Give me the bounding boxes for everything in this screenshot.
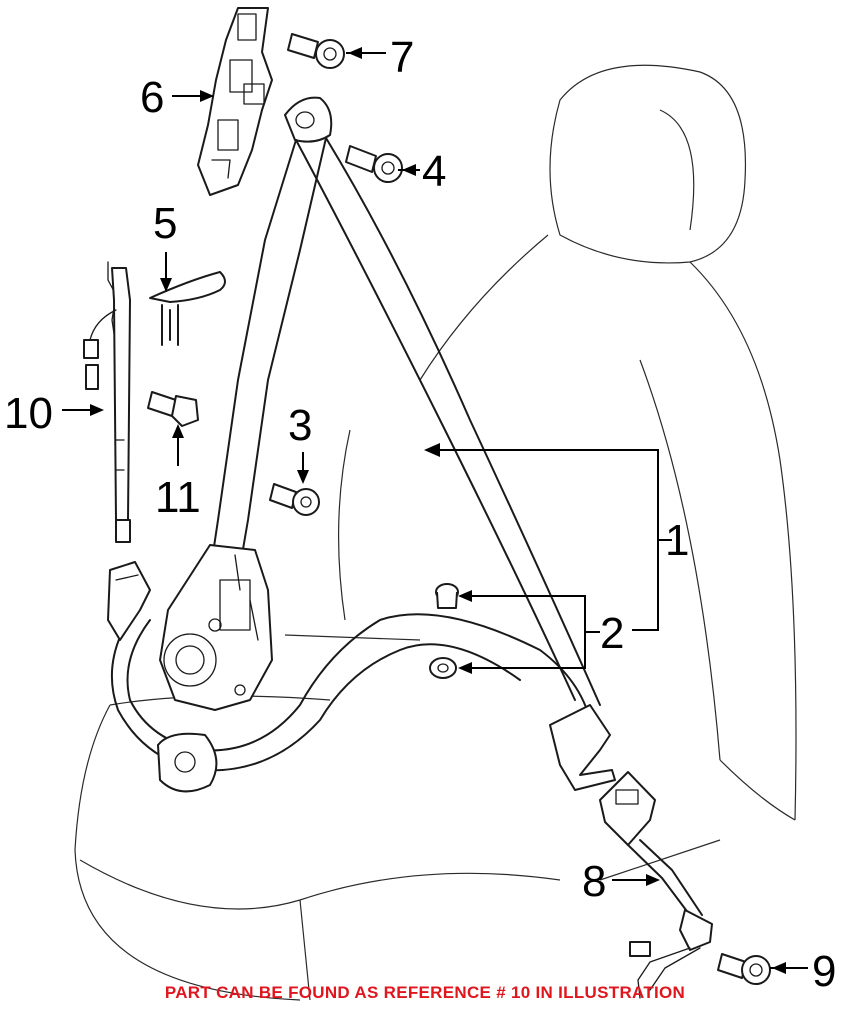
reference-note: PART CAN BE FOUND AS REFERENCE # 10 IN I…: [164, 983, 686, 1002]
callout-3: 3: [288, 401, 312, 450]
callout-9: 9: [812, 947, 836, 996]
bolt-part-7: [287, 33, 345, 69]
callout-2: 2: [600, 609, 624, 658]
lower-anchor-bracket: [107, 561, 151, 641]
buckle-part-8: [599, 771, 713, 999]
bolt-part-9: [717, 953, 771, 985]
callout-1: 1: [665, 516, 689, 565]
callout-11: 11: [155, 473, 201, 522]
seat-outline: [74, 64, 797, 1001]
clip-part-5: [149, 271, 226, 346]
callout-10: 10: [4, 389, 53, 438]
bolt-part-11: [147, 391, 199, 427]
callout-6: 6: [140, 73, 164, 122]
caps-part-2: [429, 583, 459, 679]
bolt-part-4: [345, 145, 403, 183]
belt-webbing: [110, 96, 616, 793]
bolt-part-3: [269, 483, 320, 516]
callout-labels: 1 2 3 4 5 6 7 8 9 10 11: [4, 33, 836, 996]
callout-5: 5: [153, 199, 177, 248]
callout-8: 8: [582, 857, 606, 906]
leader-lines: [62, 47, 808, 974]
retractor-part: [159, 544, 273, 711]
pretensioner-part-10: [83, 261, 131, 543]
callout-4: 4: [422, 147, 446, 196]
height-adjuster-part: [197, 7, 273, 196]
callout-7: 7: [390, 33, 414, 82]
